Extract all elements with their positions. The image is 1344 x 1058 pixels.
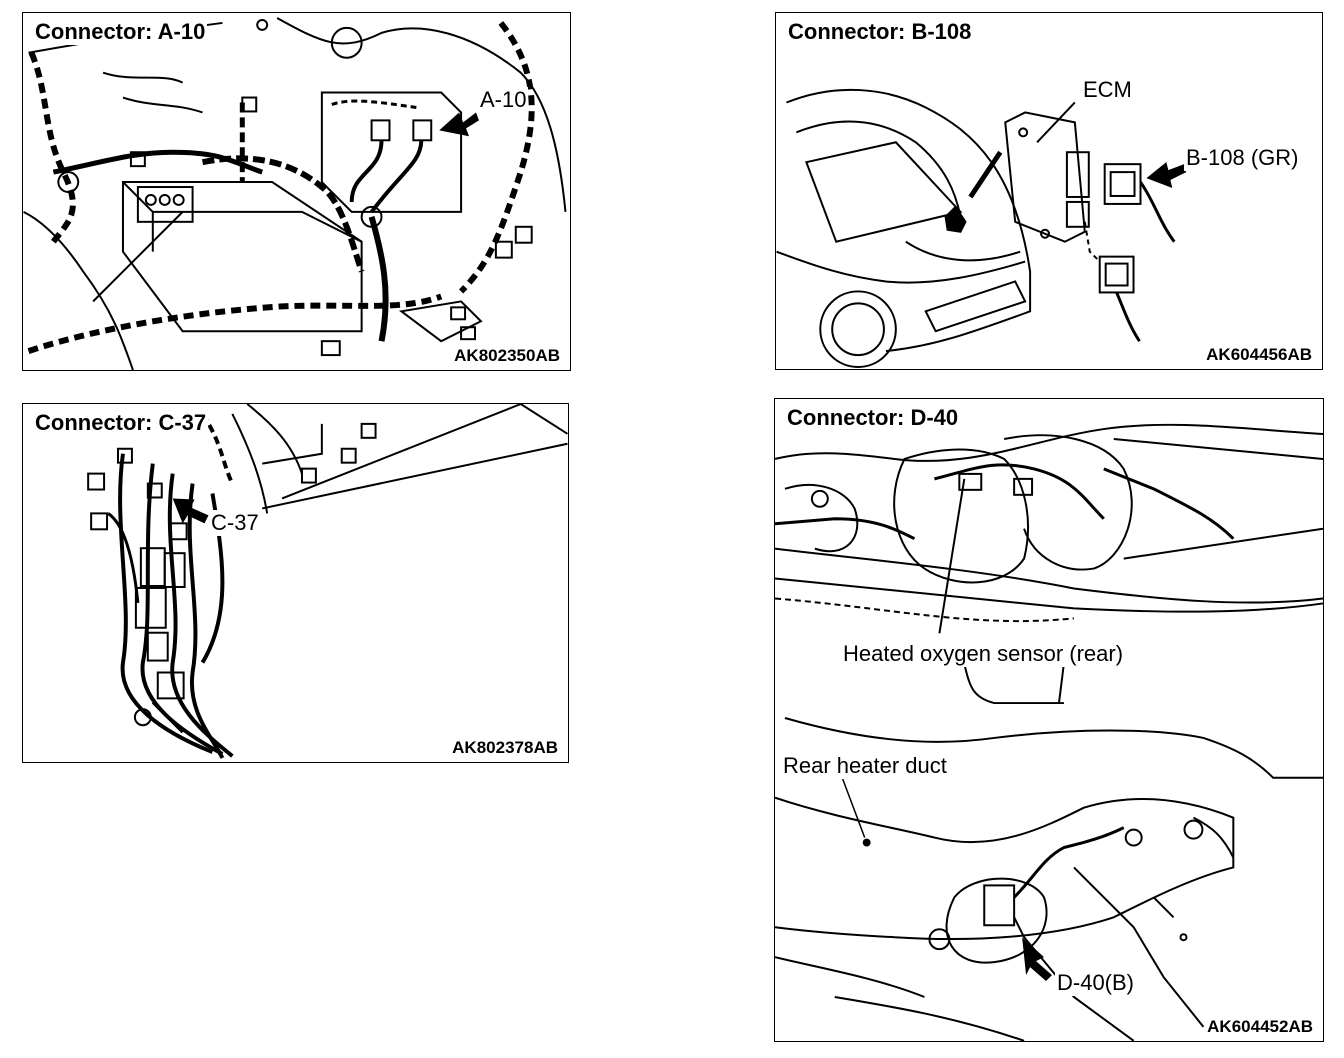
- panel-title: Connector: D-40: [785, 405, 961, 431]
- panel-title: Connector: A-10: [33, 19, 208, 45]
- connector-callout-label: B-108 (GR): [1184, 145, 1301, 171]
- panel-title: Connector: B-108: [786, 19, 974, 45]
- connector-callout-label: A-10: [478, 87, 529, 113]
- connector-callout-label: D-40(B): [1055, 970, 1137, 996]
- ecm-label: ECM: [1081, 77, 1134, 103]
- figure-code: AK604456AB: [1204, 345, 1314, 365]
- connector-b108-panel: Connector: B-108 ECM B-108 (GR) AK604456…: [775, 12, 1323, 370]
- wiring-harness-illustration: [87, 404, 568, 759]
- connector-callout-label: C-37: [209, 510, 261, 536]
- engine-bay-illustration: [23, 17, 567, 370]
- rear-heater-duct-label: Rear heater duct: [781, 753, 949, 779]
- heated-oxygen-sensor-label: Heated oxygen sensor (rear): [841, 641, 1126, 667]
- connector-d40-panel: Connector: D-40 Heated oxygen sensor (re…: [774, 398, 1324, 1042]
- figure-code: AK802350AB: [452, 346, 562, 366]
- exhaust-underbody-illustration: [775, 423, 1323, 1041]
- figure-code: AK802378AB: [450, 738, 560, 758]
- panel-title: Connector: C-37: [33, 410, 209, 436]
- figure-code: AK604452AB: [1205, 1017, 1315, 1037]
- connector-a10-panel: Connector: A-10 A-10 AK802350AB: [22, 12, 571, 371]
- connector-c37-panel: Connector: C-37 C-37 AK802378AB: [22, 403, 569, 763]
- vehicle-ecm-illustration: [776, 88, 1187, 369]
